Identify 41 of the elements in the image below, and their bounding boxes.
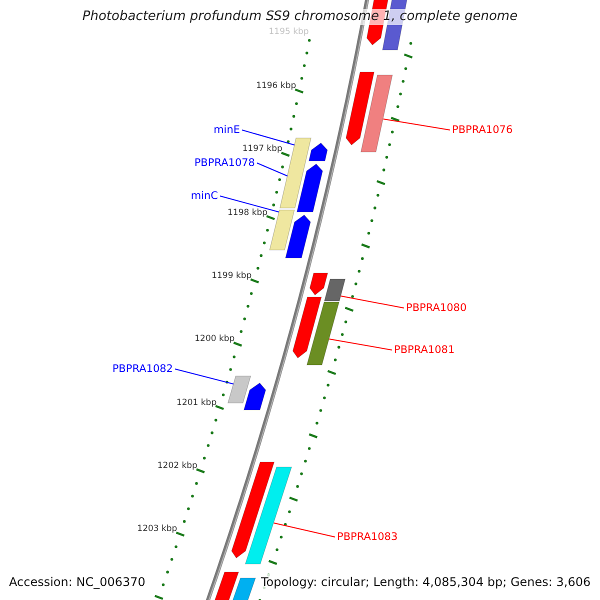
position-label: 1202 kbp xyxy=(157,460,198,472)
gene-block xyxy=(228,376,252,404)
gene-block xyxy=(285,214,311,258)
leader-line xyxy=(174,368,234,384)
gene-block xyxy=(231,462,275,558)
gene-block xyxy=(269,210,295,250)
gene-label: PBPRA1083 xyxy=(337,530,398,544)
gene-label: PBPRA1078 xyxy=(194,156,255,170)
gene-label: PBPRA1081 xyxy=(394,343,455,357)
position-label: 1199 kbp xyxy=(212,270,252,282)
position-label: 1195 kbp xyxy=(268,26,309,38)
position-label: 1203 kbp xyxy=(137,524,178,536)
gene-label: PBPRA1076 xyxy=(452,123,513,137)
genome-info-text: Topology: circular; Length: 4,085,304 bp; Genes: 3,606 xyxy=(261,574,591,590)
leader-line xyxy=(242,130,295,146)
leader-line xyxy=(340,296,404,308)
gene-block xyxy=(244,466,292,564)
gene-block xyxy=(296,164,323,212)
gene-label: minE xyxy=(214,123,240,137)
position-label: 1198 kbp xyxy=(228,208,268,219)
gene-block xyxy=(309,272,328,296)
gene-block xyxy=(346,72,374,146)
position-label: 1201 kbp xyxy=(176,398,217,408)
gene-label: minC xyxy=(190,189,218,203)
position-label: 1196 kbp xyxy=(256,81,296,92)
gene-block xyxy=(308,142,328,162)
leader-line xyxy=(328,338,392,350)
gene-block xyxy=(324,278,346,302)
leader-line xyxy=(273,522,336,538)
gene-block xyxy=(306,302,340,366)
leader-line xyxy=(256,162,288,176)
leader-line xyxy=(382,118,450,130)
gene-label: PBPRA1080 xyxy=(406,301,467,315)
position-label: 1197 kbp xyxy=(242,144,282,156)
gene-block xyxy=(360,74,393,152)
genome-info-text: Accession: NC_006370 xyxy=(9,574,146,590)
leader-line xyxy=(220,196,280,212)
gene-label: PBPRA1082 xyxy=(112,362,173,376)
position-label: 1200 kbp xyxy=(194,334,235,346)
gene-block xyxy=(292,296,322,358)
gene-block xyxy=(244,382,266,410)
